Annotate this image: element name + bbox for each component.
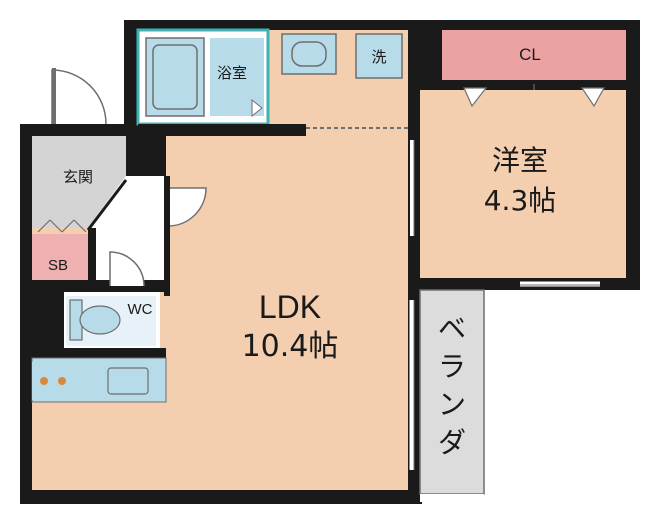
walls	[20, 20, 640, 504]
entrance-door	[51, 69, 107, 125]
closet-floor	[442, 30, 626, 80]
veranda-label-char: ダ	[438, 426, 466, 459]
shoe-box	[32, 234, 88, 280]
veranda-label-char: ン	[438, 388, 466, 421]
sink	[107, 367, 149, 395]
ldk-door	[167, 187, 207, 227]
western-room-label: 洋室	[492, 144, 548, 177]
western-room-size: 4.3帖	[484, 184, 557, 217]
veranda-label-char: ベ	[438, 312, 466, 345]
washing-machine	[355, 33, 403, 79]
entrance-label: 玄関	[63, 168, 93, 186]
shoe-box-label: SB	[48, 257, 68, 274]
ldk-size: 10.4帖	[242, 329, 339, 364]
ldk-label: LDK	[259, 289, 321, 325]
stove	[32, 362, 76, 400]
toilet-label: WC	[128, 301, 153, 318]
veranda-label-char: ラ	[438, 350, 466, 383]
toilet-door	[109, 251, 145, 287]
closet-label: CL	[519, 45, 541, 64]
western-room-floor	[420, 90, 626, 278]
bath-label: 浴室	[217, 64, 247, 82]
veranda-floor	[419, 289, 485, 495]
laundry-label: 洗	[371, 48, 386, 66]
